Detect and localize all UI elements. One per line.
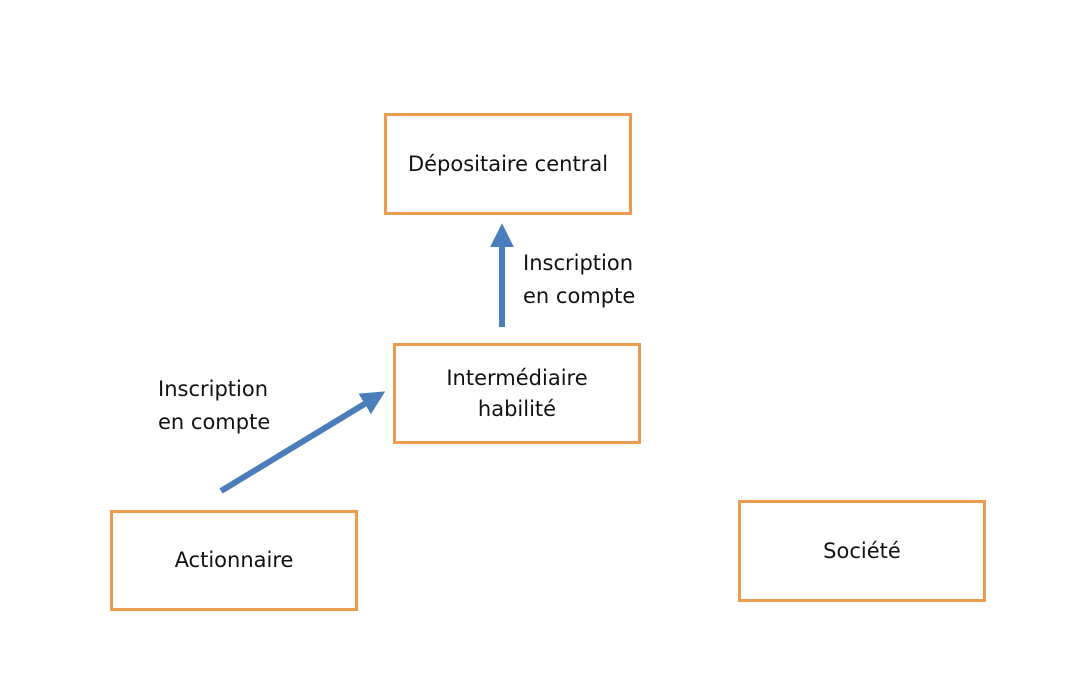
- node-depositaire-central: Dépositaire central: [384, 113, 632, 215]
- node-label: Dépositaire central: [407, 151, 609, 176]
- edge-label-lower: Inscription en compte: [158, 373, 270, 439]
- edge-label-line-1: Inscription: [158, 377, 269, 401]
- node-label: Actionnaire: [174, 548, 294, 572]
- node-label: Société: [823, 538, 901, 563]
- edge-label-upper: Inscription en compte: [523, 247, 635, 313]
- node-label-line-2: habilité: [477, 396, 557, 421]
- node-intermediaire-habilite: Intermédiaire habilité: [393, 343, 641, 444]
- node-societe: Société: [738, 500, 986, 602]
- node-actionnaire: Actionnaire: [110, 510, 358, 611]
- edge-label-line-2: en compte: [523, 284, 636, 308]
- node-label-line-1: Intermédiaire: [446, 365, 588, 390]
- edge-label-line-2: en compte: [158, 410, 271, 434]
- edge-label-line-1: Inscription: [523, 251, 634, 275]
